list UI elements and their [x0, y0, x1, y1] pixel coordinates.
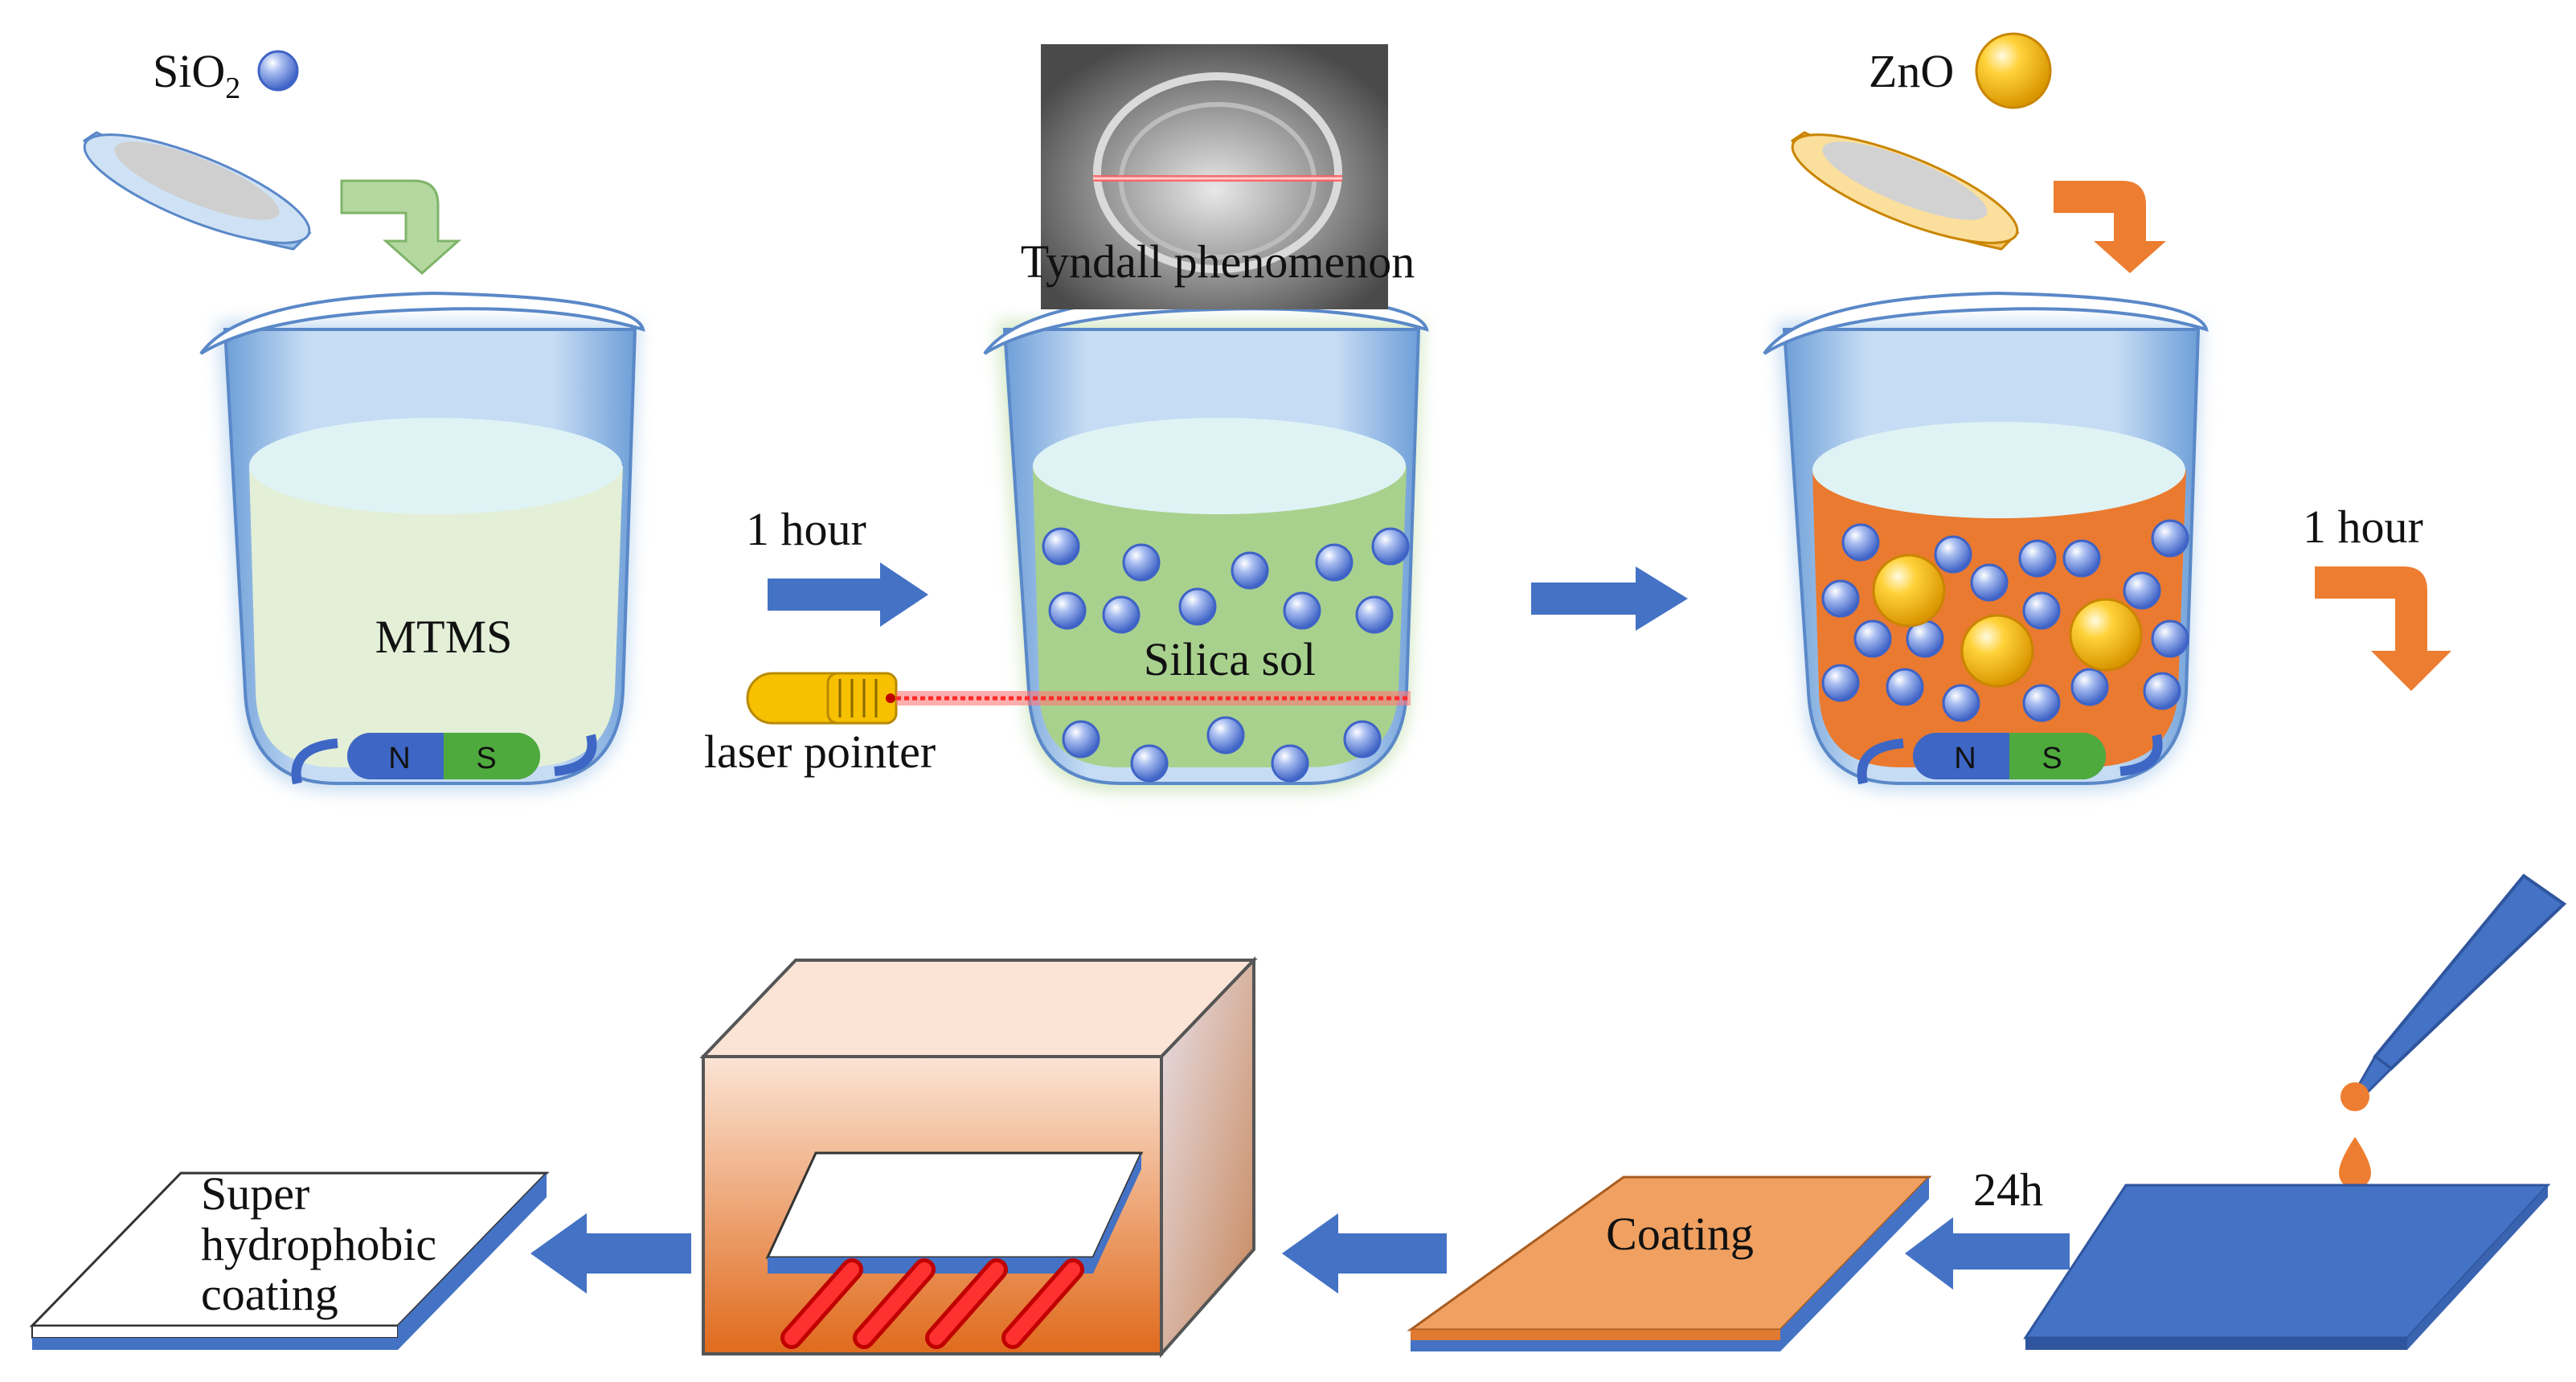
label-step1-time: 1 hour [746, 503, 866, 555]
label-coating-time: 24h [1973, 1163, 2043, 1216]
stir-arrow-right-2 [2119, 734, 2163, 776]
silica-particles [1042, 527, 1410, 783]
sio2-dish [83, 131, 312, 251]
substrate-coated: Coating [1407, 1176, 1932, 1351]
arrow-to-result [530, 1213, 691, 1294]
beaker-mtms: MTMS N S [199, 291, 645, 791]
magnetic-stirrer-bar-2: N S [1913, 733, 2106, 779]
sio2-particle-icon [257, 50, 299, 92]
arrow-step1 [768, 562, 928, 627]
droplet [2339, 1137, 2371, 1189]
substrate-result: Super hydrophobic coating [29, 1167, 550, 1350]
label-mtms: MTMS [375, 611, 513, 663]
label-result-line2: hydrophobic [201, 1218, 436, 1270]
label-coating: Coating [1606, 1208, 1754, 1260]
zno-particle-icon [1975, 32, 2052, 109]
add-arrow-green [340, 179, 461, 276]
drying-oven [699, 956, 1258, 1359]
zno-dish [1791, 131, 2020, 251]
arrow-step3 [2315, 566, 2451, 691]
label-result-line3: coating [201, 1268, 338, 1320]
stir-arrow-right [554, 734, 597, 776]
add-arrow-orange [2054, 181, 2166, 273]
laser-pointer [746, 672, 898, 725]
magnet-n-2: N [1954, 742, 1976, 775]
droplet [2341, 1082, 2369, 1111]
stir-arrow-left [291, 738, 338, 785]
label-sio2: SiO2 [153, 45, 240, 105]
label-result-line1: Super [201, 1167, 309, 1220]
tyndall-photo [1041, 44, 1388, 309]
magnet-s: S [476, 742, 496, 775]
arrow-step2 [1531, 566, 1688, 631]
mixed-particles [1821, 519, 2189, 722]
label-tyndall: Tyndall phenomenon [1021, 235, 1415, 288]
magnet-n: N [388, 742, 410, 775]
magnet-s-2: S [2042, 742, 2062, 775]
label-zno: ZnO [1869, 45, 1954, 97]
label-silica-sol: Silica sol [1144, 633, 1316, 685]
magnetic-stirrer-bar: N S [347, 733, 540, 779]
label-step3-time: 1 hour [2303, 501, 2423, 553]
arrow-to-oven [1282, 1213, 1447, 1294]
heating-rods [780, 1258, 1084, 1349]
substrate-blue [2023, 1184, 2551, 1350]
arrow-24h [1905, 1217, 2070, 1290]
beaker-zno: N S [1763, 291, 2209, 791]
label-laser-pointer: laser pointer [704, 726, 936, 778]
stir-arrow-left-2 [1857, 738, 1904, 785]
beaker-silica-sol: Silica sol [983, 291, 1429, 791]
